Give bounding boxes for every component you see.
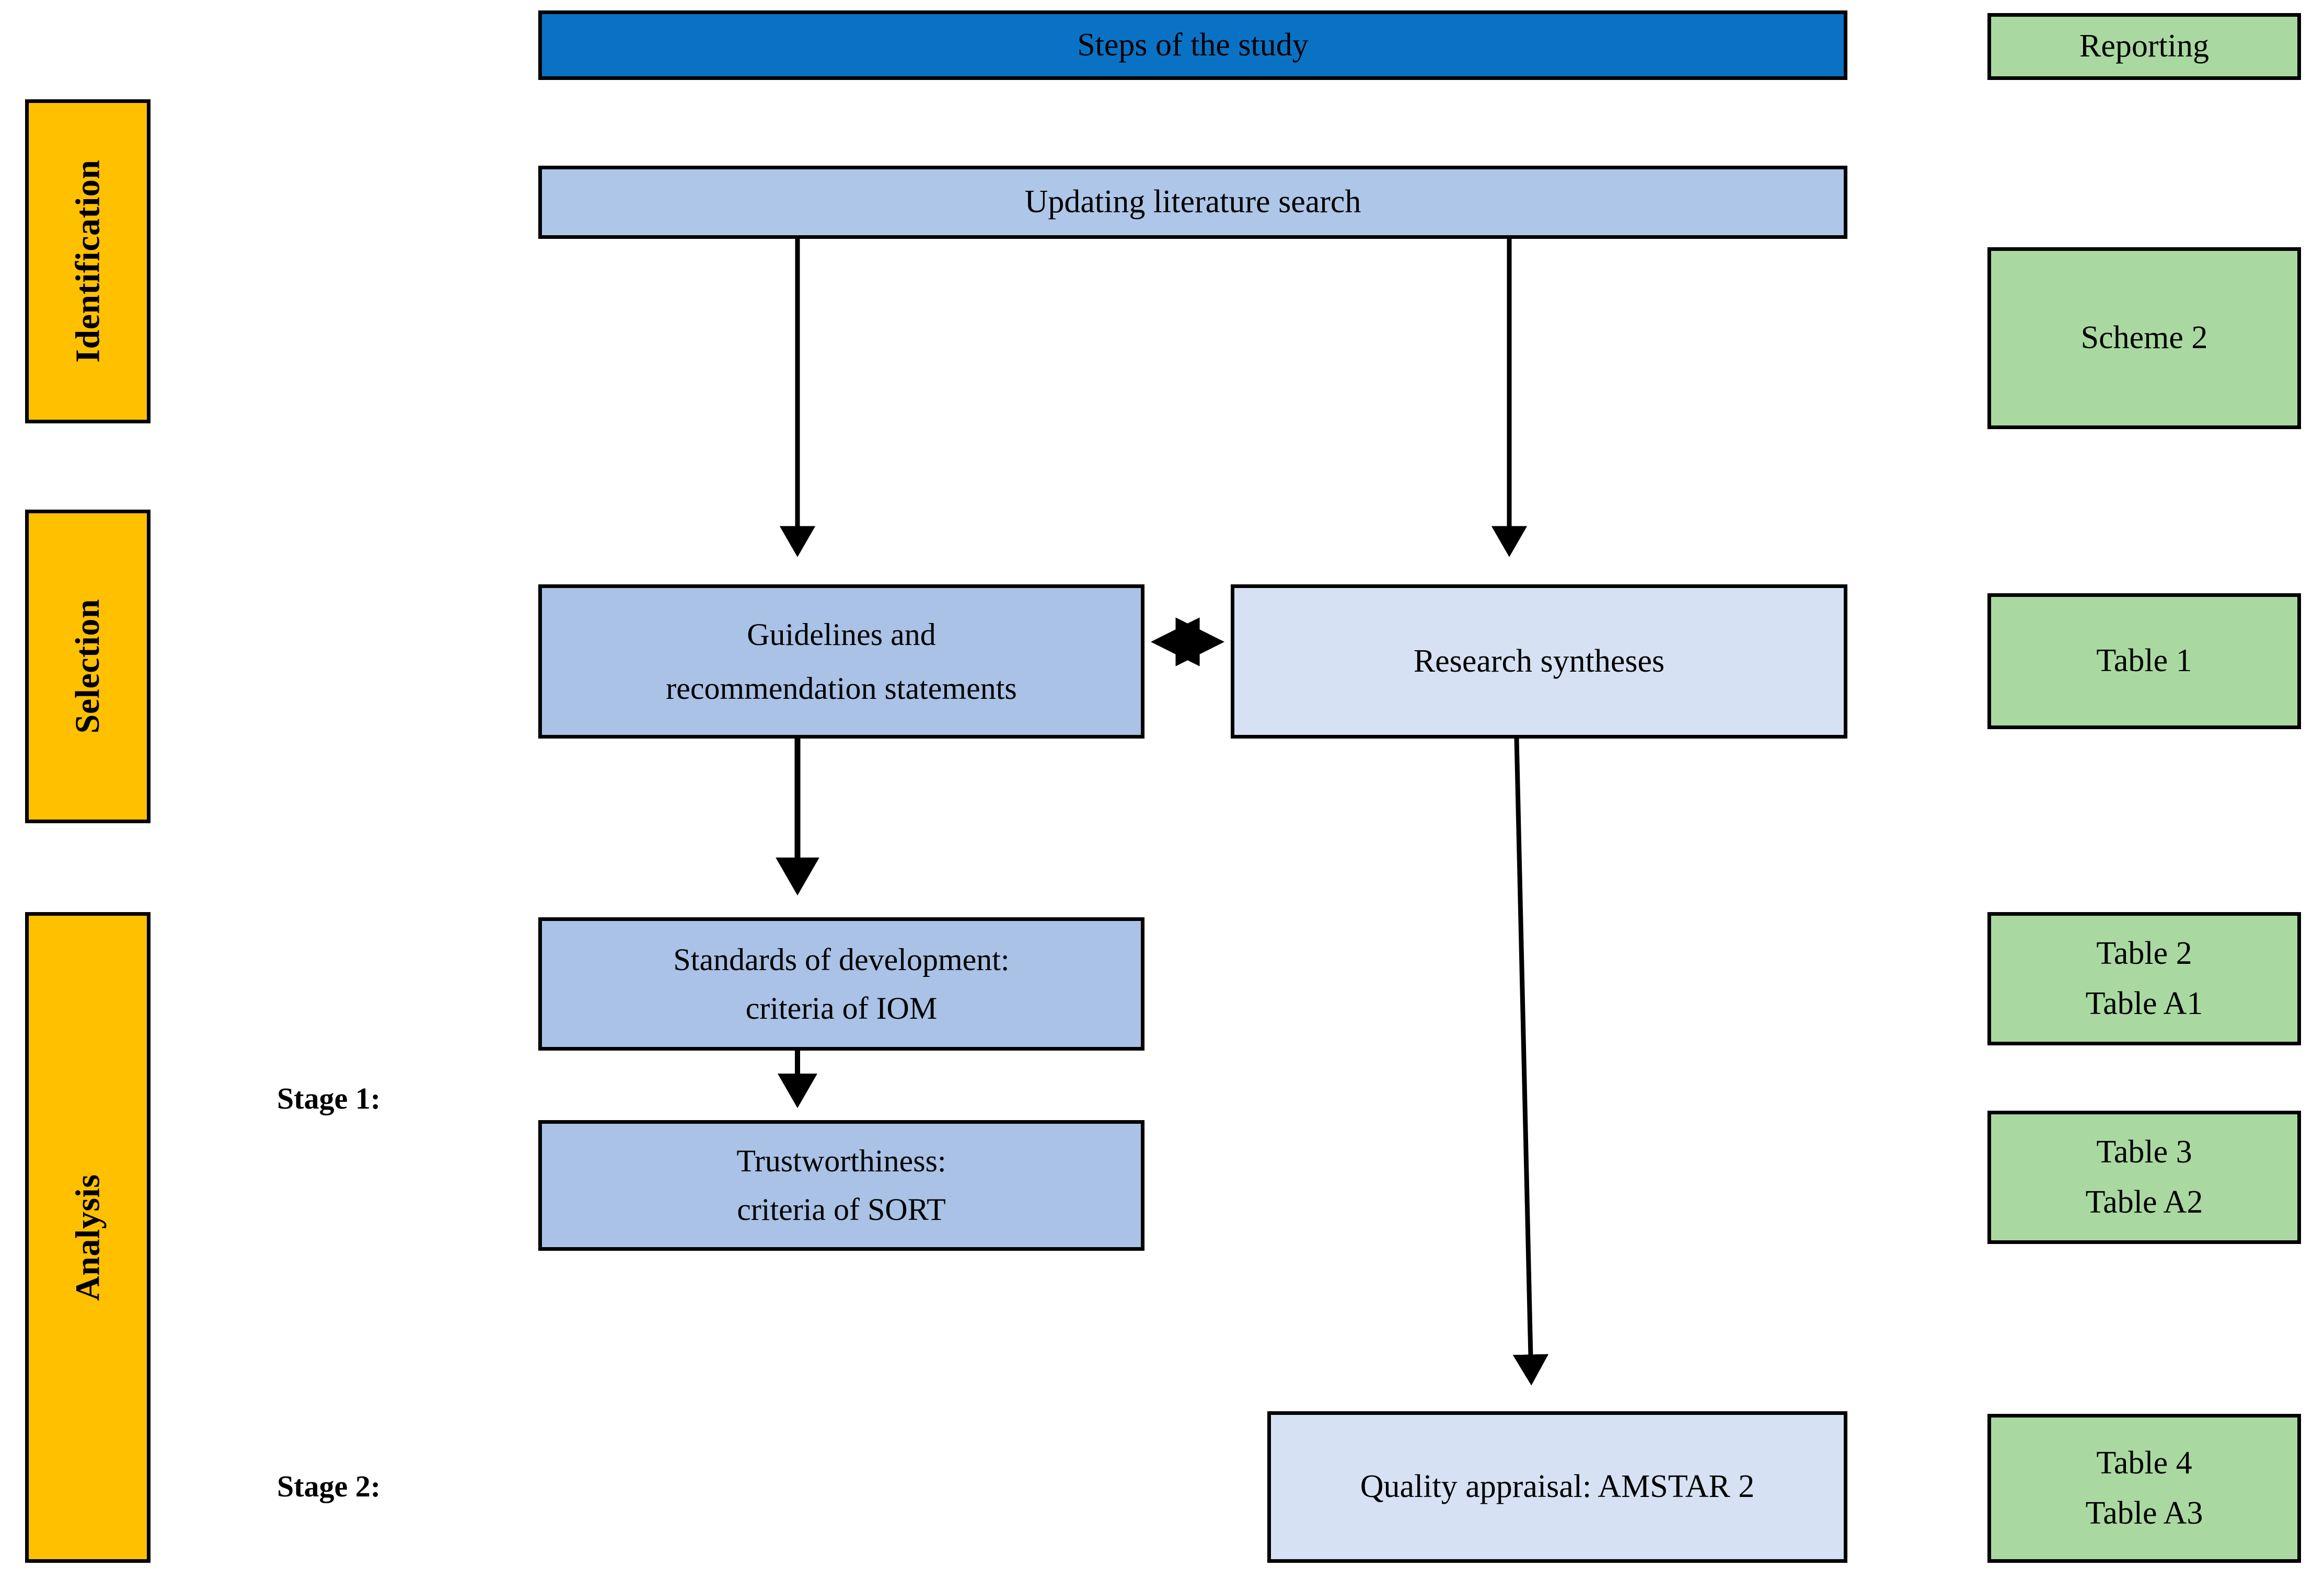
output-scheme-2-label: Scheme 2 [2080, 320, 2208, 356]
node-standards-of-development: Standards of development: criteria of IO… [538, 917, 1144, 1051]
output-table-a2-label: Table A2 [2085, 1184, 2203, 1220]
node-guidelines-and-recommendation-statements: Guidelines and recommendation statements [538, 584, 1144, 739]
output-table-a3-label: Table A3 [2085, 1495, 2203, 1531]
stage-column-selection: Selection [25, 510, 151, 823]
node-quality-appraisal-label: Quality appraisal: AMSTAR 2 [1360, 1469, 1755, 1505]
output-table-3-a2: Table 3 Table A2 [1987, 1111, 2301, 1244]
stage-2-marker: Stage 2: [277, 1469, 381, 1503]
stage-analysis-label: Analysis [68, 1174, 107, 1301]
output-table-3-label: Table 3 [2096, 1134, 2192, 1170]
node-updating-literature-search: Updating literature search [538, 166, 1847, 239]
output-table-1: Table 1 [1987, 593, 2301, 729]
arrow-syntheses-to-quality [1512, 738, 1549, 1386]
stage-identification-label: Identification [68, 159, 107, 363]
output-table-2-label: Table 2 [2096, 936, 2192, 972]
node-research-syntheses-label: Research syntheses [1413, 643, 1665, 679]
header-steps-of-study: Steps of the study [538, 10, 1847, 80]
output-table-2-a1: Table 2 Table A1 [1987, 912, 2301, 1045]
stage-column-analysis: Analysis [25, 912, 151, 1563]
node-trustworthiness-line-1: Trustworthiness: [736, 1144, 946, 1178]
node-guidelines-line-2: recommendation statements [666, 671, 1017, 706]
output-scheme-2: Scheme 2 [1987, 247, 2301, 429]
node-trustworthiness: Trustworthiness: criteria of SORT [538, 1120, 1144, 1251]
stage-column-identification: Identification [25, 99, 151, 423]
node-standards-line-2: criteria of IOM [745, 990, 938, 1026]
node-standards-line-1: Standards of development: [673, 942, 1010, 977]
node-trustworthiness-line-2: criteria of SORT [737, 1192, 946, 1227]
output-table-4-a3: Table 4 Table A3 [1987, 1414, 2301, 1563]
output-table-1-label: Table 1 [2096, 643, 2192, 679]
header-reporting-label: Reporting [2079, 28, 2209, 64]
stage-selection-label: Selection [68, 599, 107, 734]
node-updating-literature-search-label: Updating literature search [1024, 184, 1361, 220]
header-steps-of-study-label: Steps of the study [1077, 27, 1309, 63]
node-guidelines-line-1: Guidelines and [747, 617, 936, 652]
output-table-a1-label: Table A1 [2085, 985, 2203, 1021]
header-reporting: Reporting [1987, 13, 2301, 80]
output-table-4-label: Table 4 [2096, 1445, 2192, 1481]
node-quality-appraisal: Quality appraisal: AMSTAR 2 [1267, 1411, 1847, 1563]
stage-1-marker: Stage 1: [277, 1081, 381, 1115]
node-research-syntheses: Research syntheses [1231, 584, 1847, 739]
